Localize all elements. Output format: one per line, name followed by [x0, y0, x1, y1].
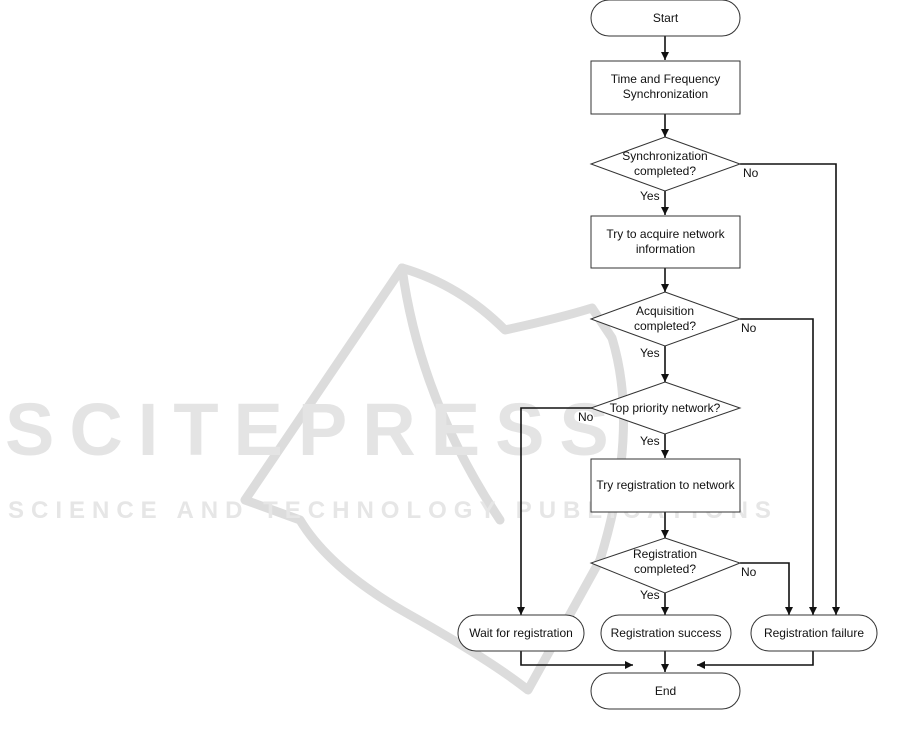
sync-check-line2: completed? [634, 164, 696, 178]
wait-label: Wait for registration [469, 626, 573, 640]
node-acq-check: Acquisition completed? [589, 291, 742, 347]
node-start: Start [590, 0, 741, 37]
start-label: Start [653, 11, 679, 25]
node-priority: Top priority network? [589, 381, 742, 435]
end-terminal-shape [590, 672, 741, 710]
success-terminal-shape [600, 614, 732, 652]
reg-check-diamond [589, 537, 742, 594]
acq-check-line2: completed? [634, 319, 696, 333]
sync-label-line2: Synchronization [623, 87, 708, 101]
failure-terminal-shape [750, 614, 878, 652]
end-label: End [655, 684, 676, 698]
registration-process-box [590, 458, 741, 513]
edge-acq-no [740, 318, 817, 615]
edge-priority-no [517, 407, 597, 615]
edge-failure-end [697, 651, 814, 669]
sync-process-box [590, 60, 741, 115]
sync-check-diamond [589, 136, 742, 192]
priority-label: Top priority network? [610, 401, 721, 415]
acquire-label-line2: information [636, 242, 695, 256]
watermark-title: SCITEPRESS [5, 388, 624, 471]
edge-labels: Yes No Yes No Yes No Yes No [578, 166, 759, 602]
acquire-label-line1: Try to acquire network [606, 227, 725, 241]
wait-terminal-shape [457, 614, 585, 652]
acq-check-diamond [589, 291, 742, 347]
node-wait: Wait for registration [457, 614, 585, 652]
edge-wait-end [520, 651, 633, 669]
watermark-book-spine [397, 263, 505, 525]
acquire-process-box [590, 215, 741, 269]
label-priority-yes: Yes [640, 434, 660, 448]
label-acq-no: No [741, 321, 757, 335]
success-label: Registration success [611, 626, 722, 640]
edge-reg-no [740, 562, 793, 615]
label-sync-no: No [743, 166, 759, 180]
node-registration: Try registration to network [590, 458, 741, 513]
label-reg-yes: Yes [640, 588, 660, 602]
node-reg-check: Registration completed? [589, 537, 742, 594]
reg-check-line1: Registration [633, 547, 697, 561]
registration-label: Try registration to network [596, 478, 735, 492]
sync-label-line1: Time and Frequency [611, 72, 721, 86]
label-sync-yes: Yes [640, 189, 660, 203]
failure-label: Registration failure [764, 626, 864, 640]
acq-check-line1: Acquisition [636, 304, 694, 318]
node-sync-check: Synchronization completed? [589, 136, 742, 192]
edges [517, 36, 840, 672]
node-end: End [590, 672, 741, 710]
watermark: SCITEPRESS SCIENCE AND TECHNOLOGY PUBLIC… [5, 263, 771, 695]
node-acquire: Try to acquire network information [590, 215, 741, 269]
label-priority-no: No [578, 410, 594, 424]
node-success: Registration success [600, 614, 732, 652]
edge-sync-no [740, 163, 840, 615]
node-sync: Time and Frequency Synchronization [590, 60, 741, 115]
label-reg-no: No [741, 565, 757, 579]
sync-check-line1: Synchronization [622, 149, 707, 163]
node-failure: Registration failure [750, 614, 878, 652]
priority-diamond [589, 381, 742, 435]
label-acq-yes: Yes [640, 346, 660, 360]
start-terminal-shape [590, 0, 741, 37]
reg-check-line2: completed? [634, 562, 696, 576]
